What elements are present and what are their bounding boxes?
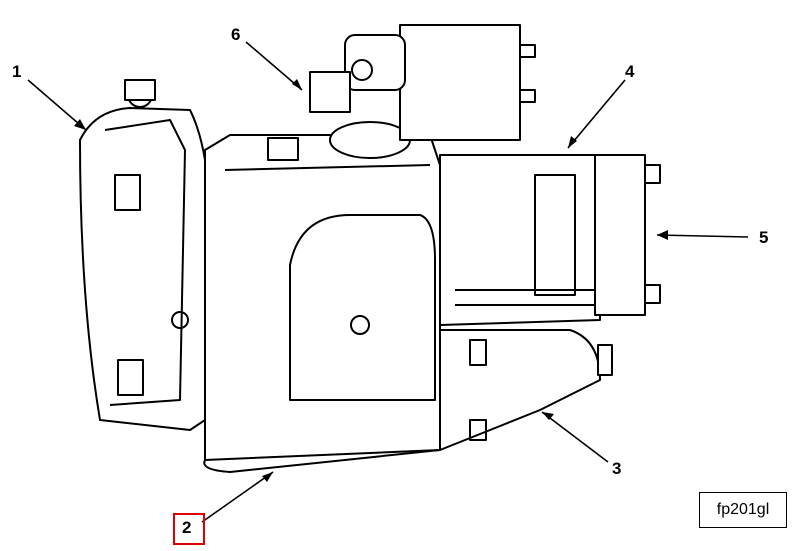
callout-6: 6 [231, 25, 241, 44]
callout-1: 1 [12, 62, 22, 81]
callout-5: 5 [759, 228, 769, 247]
callout-3: 3 [612, 459, 622, 478]
leader-line-1 [27, 79, 87, 131]
callout-highlight-box [173, 513, 205, 545]
callout-2: 2 [182, 518, 192, 537]
callout-4: 4 [625, 62, 635, 81]
figure-id-label: fp201gl [699, 492, 787, 528]
